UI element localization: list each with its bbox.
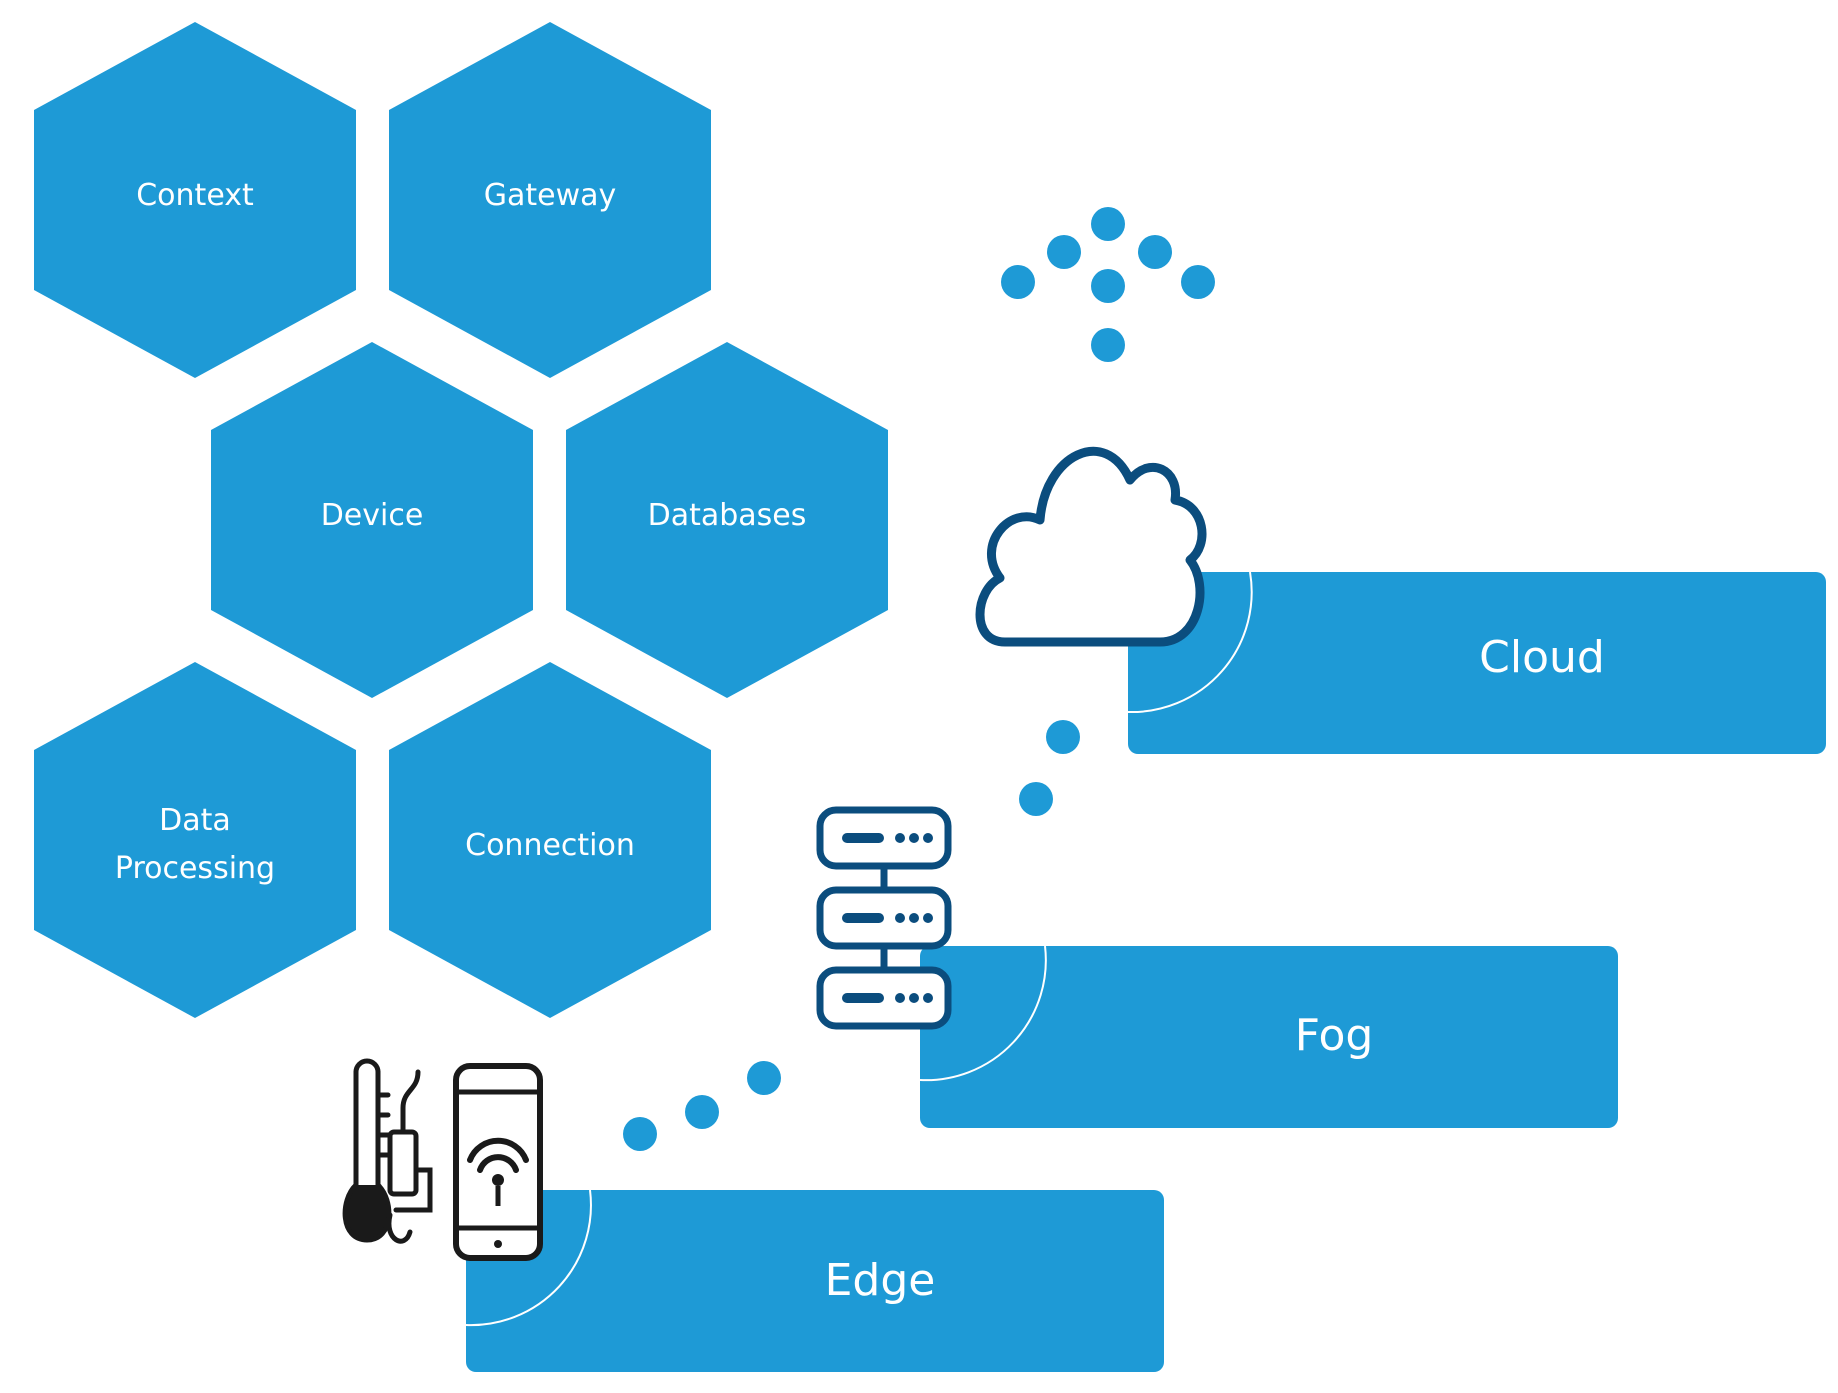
tier-cloud-label: Cloud [1479,632,1605,683]
hex-connection-shape [389,662,711,1018]
hex-data-processing-label-line1: Data [159,803,231,838]
dot [1047,235,1081,269]
hex-databases: Databases [566,342,888,698]
hex-data-processing-shape [34,662,356,1018]
hex-device-label: Device [321,498,424,533]
tier-edge-arc [465,1189,592,1327]
tier-edge-bar [466,1190,1164,1372]
hex-gateway-shape [389,22,711,378]
hex-context-shape [34,22,356,378]
tier-fog-arc [919,945,1047,1082]
dot [1181,265,1215,299]
tier-fog-label: Fog [1295,1010,1374,1061]
dot [747,1061,781,1095]
hex-gateway: Gateway [389,22,711,378]
dot [1091,207,1125,241]
server-rack-icon [816,806,952,1030]
tier-edge-label: Edge [825,1255,936,1306]
hex-context: Context [34,22,356,378]
hex-databases-label: Databases [648,498,807,533]
tier-cloud: Cloud [1127,571,1826,754]
dot [1019,782,1053,816]
dots-edge-to-fog [623,1061,781,1151]
hex-gateway-label: Gateway [484,178,617,213]
dot [685,1095,719,1129]
hex-context-label: Context [136,178,254,213]
smartphone-wifi-icon [453,1063,543,1261]
tier-fog: Fog [919,945,1618,1128]
hexagon-grid: Context Gateway Device Databases Data Pr… [34,22,888,1018]
hex-connection-label: Connection [465,828,635,863]
dot [1001,265,1035,299]
tier-bars: Cloud Fog Edge [465,571,1826,1372]
dots-fog-to-cloud [1019,720,1080,816]
tier-cloud-arc [1127,571,1253,714]
hex-databases-shape [566,342,888,698]
dot [1091,269,1125,303]
hex-device: Device [211,342,533,698]
dot-cluster [1001,207,1215,362]
tier-fog-bar [920,946,1618,1128]
hex-data-processing: Data Processing [34,662,356,1018]
hex-data-processing-label-line2: Processing [115,851,275,886]
thermometer-sensor-icon [342,1058,433,1244]
hex-device-shape [211,342,533,698]
dot [1138,235,1172,269]
dot [1046,720,1080,754]
tier-cloud-bar [1128,572,1826,754]
hex-connection: Connection [389,662,711,1018]
cloud-icon [975,446,1207,647]
tier-edge: Edge [465,1189,1164,1372]
dot [1091,328,1125,362]
dot [623,1117,657,1151]
